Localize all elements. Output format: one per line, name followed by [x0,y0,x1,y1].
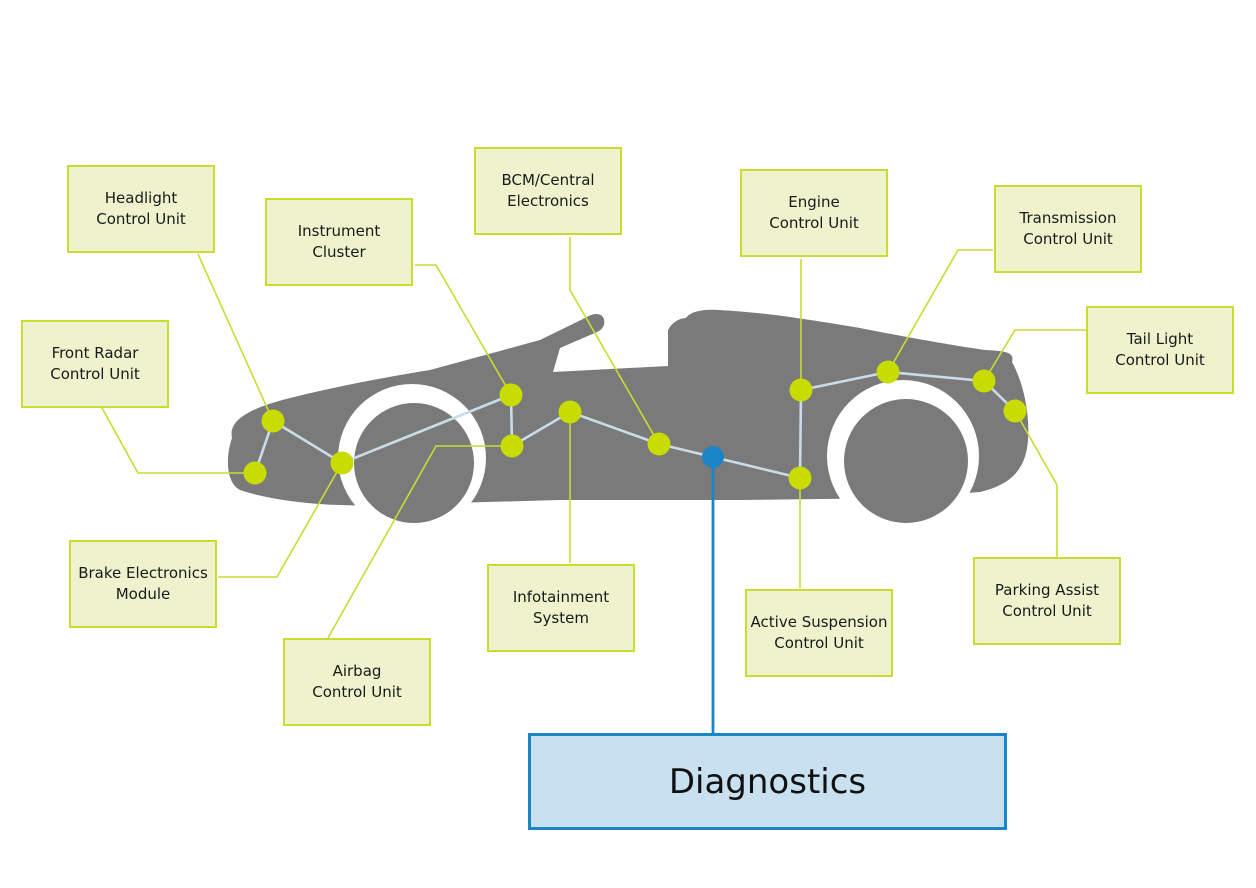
node-brake [330,451,354,475]
leader-line-transmission [887,249,993,373]
leader-line-brake [218,462,343,578]
ecu-box-bcm: BCM/Central Electronics [474,147,622,235]
ecu-box-active-suspension: Active Suspension Control Unit [745,589,893,677]
leader-line-headlight [197,253,274,422]
node-frontradar [243,461,267,485]
leader-line-frontradar [101,407,255,474]
network-segment-front [253,393,512,474]
node-taillight [972,369,996,393]
node-bcm [647,432,671,456]
node-engine [789,378,813,402]
node-instrument [499,383,523,407]
ecu-box-headlight: Headlight Control Unit [67,165,215,253]
node-infotainment [558,400,582,424]
ecu-box-parking-assist: Parking Assist Control Unit [973,557,1121,645]
ecu-box-transmission: Transmission Control Unit [994,185,1142,273]
leader-line-bcm [569,237,660,445]
ecu-box-brake-electronics: Brake Electronics Module [69,540,217,628]
leader-line-parking [1014,410,1058,557]
leader-line-instrument [415,264,512,396]
node-suspension [788,466,812,490]
node-airbag [500,434,524,458]
leader-lines [101,237,1086,639]
ecu-box-front-radar: Front Radar Control Unit [21,320,169,408]
front-wheel [354,403,474,523]
diagnostics-box: Diagnostics [528,733,1007,830]
ecu-box-engine: Engine Control Unit [740,169,888,257]
ecu-box-infotainment: Infotainment System [487,564,635,652]
leader-line-taillight [983,329,1086,382]
diagnostics-label: Diagnostics [668,761,867,802]
rear-wheel [844,399,968,523]
node-parking [1003,399,1027,423]
ecu-box-tail-light: Tail Light Control Unit [1086,306,1234,394]
leader-line-airbag [327,445,512,639]
node-transmission [876,360,900,384]
ecu-box-airbag: Airbag Control Unit [283,638,431,726]
node-diagnostics [702,446,724,468]
ecu-box-instrument-cluster: Instrument Cluster [265,198,413,286]
ecu-nodes [243,360,1027,490]
node-headlight [261,409,285,433]
